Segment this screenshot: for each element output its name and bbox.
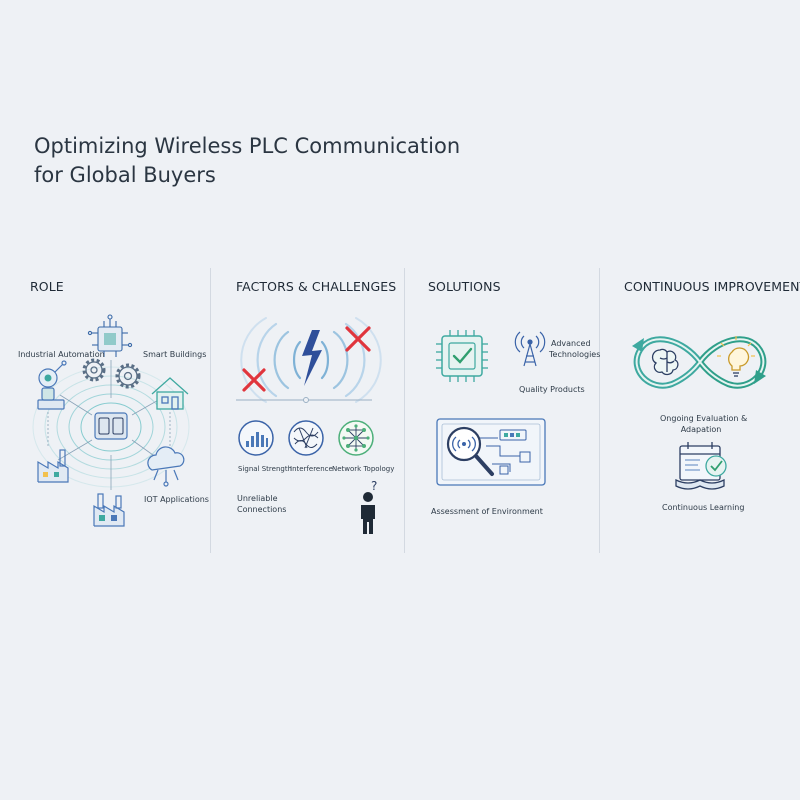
page-title-line-1: Optimizing Wireless PLC Communication [34,134,461,158]
solutions-heading: SOLUTIONS [428,279,501,294]
signal-strength-icon [238,420,274,456]
label-iot-applications: IOT Applications [144,495,209,504]
label-advanced-line-2: Technologies [549,350,601,359]
brain-icon [651,348,679,376]
wireless-signal-icon [240,317,382,403]
factory-icon [37,449,69,483]
column-divider-2 [404,268,405,553]
label-unreliable-line-2: Connections [237,505,287,514]
label-industrial-automation: Industrial Automation [18,350,105,359]
label-ongoing-line-1: Ongoing Evaluation & [660,414,748,423]
svg-text:?: ? [371,479,377,493]
improvement-diagram [632,336,767,490]
circuit-chip-icon [87,314,133,357]
lightning-bolt-icon [302,330,322,386]
improvement-heading: CONTINUOUS IMPROVEMENT [624,279,800,294]
factors-heading: FACTORS & CHALLENGES [236,279,397,294]
label-signal-strength: Signal Strength [238,465,293,473]
interference-icon [288,420,324,456]
industrial-plant-icon [93,493,125,527]
network-topology-icon [338,420,374,456]
label-ongoing-line-2: Adapation [680,425,722,434]
label-continuous-learning: Continuous Learning [662,503,745,512]
gears-icon [82,358,141,389]
column-divider-3 [599,268,600,553]
label-unreliable-line-1: Unreliable [237,494,278,503]
antenna-tower-icon [514,331,546,367]
label-advanced-line-1: Advanced [551,339,591,348]
magnifier-icon [446,426,494,476]
house-icon [151,377,189,410]
red-cross-icon [242,326,371,392]
label-advanced-technologies: Advanced Technologies [549,338,600,360]
confused-person-icon: ? [361,479,377,534]
role-heading: ROLE [30,279,64,294]
factors-diagram: ? [236,317,382,534]
arrow-head-icon-right [754,370,766,384]
page-title: Optimizing Wireless PLC Communication fo… [34,132,460,190]
arrow-head-icon [632,338,644,352]
label-interference: Interference [290,465,333,473]
cloud-icon [147,446,185,487]
label-smart-buildings: Smart Buildings [143,350,207,359]
infinity-loop-icon [633,336,767,389]
calendar-book-icon [675,442,727,490]
column-divider-1 [210,268,211,553]
page-title-line-2: for Global Buyers [34,163,216,187]
solutions-diagram [436,330,546,486]
label-ongoing-evaluation: Ongoing Evaluation & Adapation [660,413,748,435]
plc-device-icon [94,412,128,440]
lightbulb-icon [717,336,755,377]
robot-arm-icon [37,360,67,410]
label-quality-products: Quality Products [519,385,585,394]
role-diagram [32,314,190,527]
label-assessment-of-environment: Assessment of Environment [431,507,543,516]
label-unreliable-connections: Unreliable Connections [237,493,286,515]
check-chip-icon [436,330,488,382]
label-network-topology: Network Topology [332,465,395,473]
